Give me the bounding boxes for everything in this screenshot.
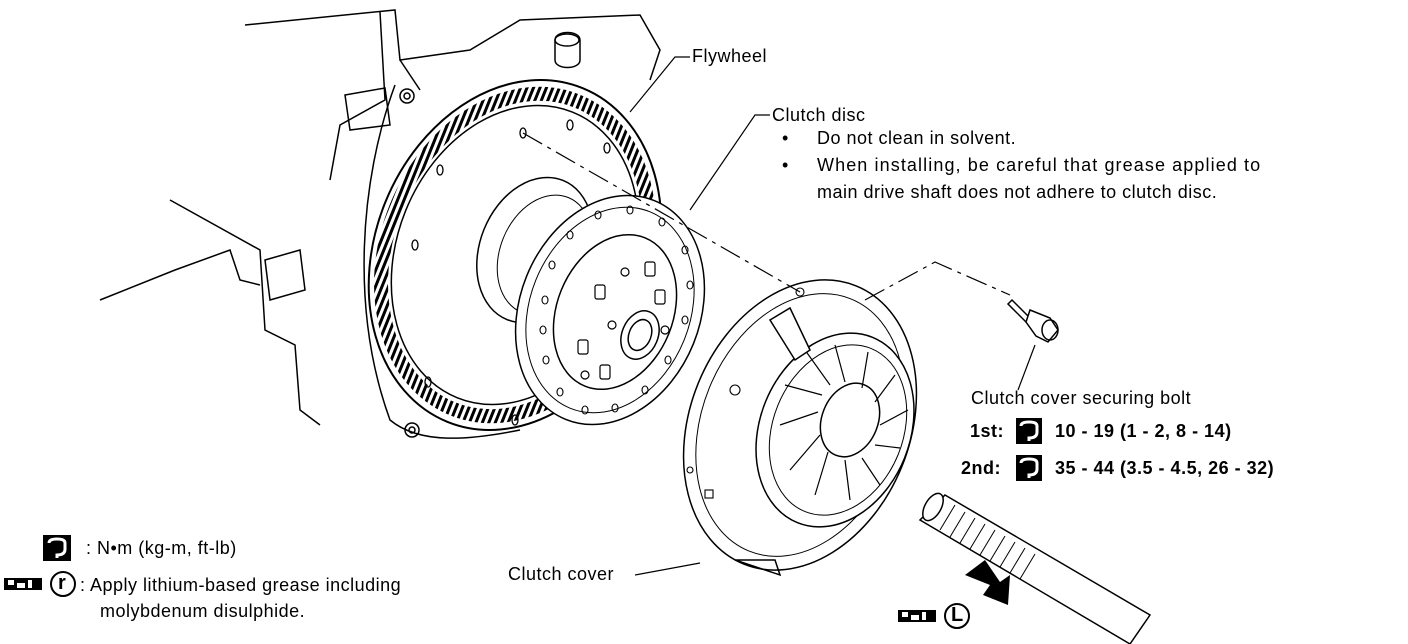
clutch-disc-label: Clutch disc <box>772 105 866 125</box>
alignment-lines <box>522 132 1011 301</box>
clutch-cover <box>682 279 918 577</box>
bolt-first-torque: 10 - 19 (1 - 2, 8 - 14) <box>1055 421 1232 441</box>
clutch-disc-note-3: main drive shaft does not adhere to clut… <box>817 182 1218 202</box>
bullet-1: • <box>782 128 789 148</box>
clutch-cover-label: Clutch cover <box>508 564 615 584</box>
flywheel-label: Flywheel <box>692 46 768 66</box>
bolt-second-torque: 35 - 44 (3.5 - 4.5, 26 - 32) <box>1055 458 1275 478</box>
grease-point-arrow <box>965 560 1010 605</box>
shaft-grease-symbol: L <box>951 604 964 626</box>
bullet-2: • <box>782 155 789 175</box>
clutch-disc-note-1: Do not clean in solvent. <box>817 128 1017 148</box>
main-drive-shaft <box>918 492 1152 644</box>
torque-wrench-icon <box>1016 455 1042 481</box>
engine-block <box>99 9 661 439</box>
legend-torque-unit: : N•m (kg-m, ft-lb) <box>86 538 237 558</box>
legend-grease-line-2: molybdenum disulphide. <box>100 601 306 621</box>
bolt-title: Clutch cover securing bolt <box>971 388 1192 408</box>
grease-gun-icon <box>898 603 970 629</box>
bolt-second-label: 2nd: <box>961 458 1001 478</box>
clutch-disc-note-2: When installing, be careful that grease … <box>817 155 1262 175</box>
torque-wrench-icon <box>43 535 71 561</box>
leader-lines <box>629 56 1036 576</box>
legend-grease-symbol: r <box>58 572 67 594</box>
legend-grease-line-1: : Apply lithium-based grease including <box>80 575 402 595</box>
grease-gun-icon <box>4 571 76 597</box>
clutch-disc <box>514 194 706 426</box>
clutch-cover-bolt <box>1006 298 1059 343</box>
torque-wrench-icon <box>1016 418 1042 444</box>
bolt-first-label: 1st: <box>970 421 1005 441</box>
